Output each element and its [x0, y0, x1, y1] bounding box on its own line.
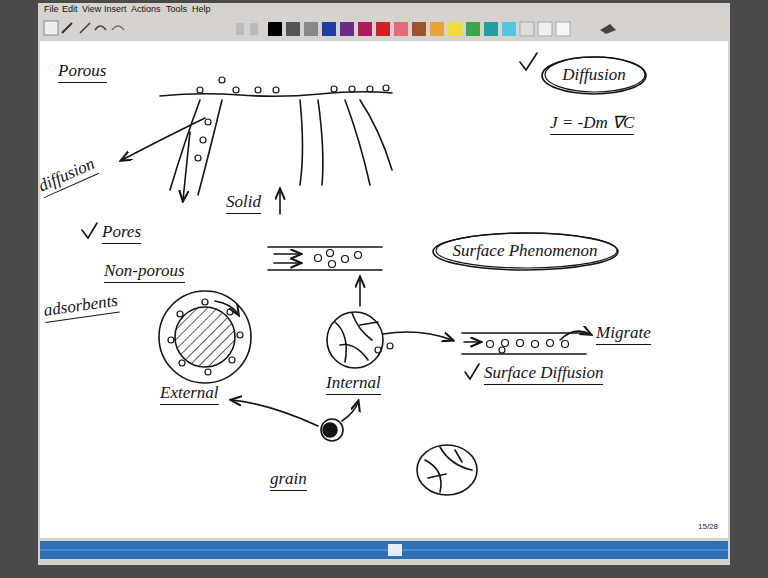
equation-label: J = -Dm ∇C	[550, 114, 634, 135]
circled-term: Surface Phenomenon	[431, 231, 620, 272]
circled-term: Diffusion	[540, 55, 648, 96]
handwritten-label: Porous	[58, 62, 107, 83]
handwritten-label: Migrate	[596, 324, 651, 345]
menu-item: Tools	[166, 5, 187, 15]
handwritten-label: Non-porous	[104, 262, 185, 283]
slide-number: 15/28	[698, 523, 718, 532]
handwritten-label: Solid	[226, 193, 261, 214]
menu-item: Help	[192, 5, 211, 15]
handwritten-label: Pores	[102, 223, 141, 244]
menu-item: Edit	[62, 5, 78, 15]
oval-label: Surface Phenomenon	[431, 242, 620, 261]
handwritten-label: grain	[270, 470, 307, 491]
oval-label: Diffusion	[540, 66, 648, 85]
menu-item: Insert	[104, 5, 127, 15]
toolbar	[40, 17, 728, 40]
handwritten-label: Internal	[326, 374, 381, 395]
menu-item: Actions	[131, 5, 161, 15]
handwritten-label: Surface Diffusion	[484, 364, 603, 385]
menu-item: File	[44, 5, 59, 15]
menu-item: View	[82, 5, 101, 15]
page-bar	[40, 541, 728, 559]
handwritten-label: External	[160, 384, 219, 405]
